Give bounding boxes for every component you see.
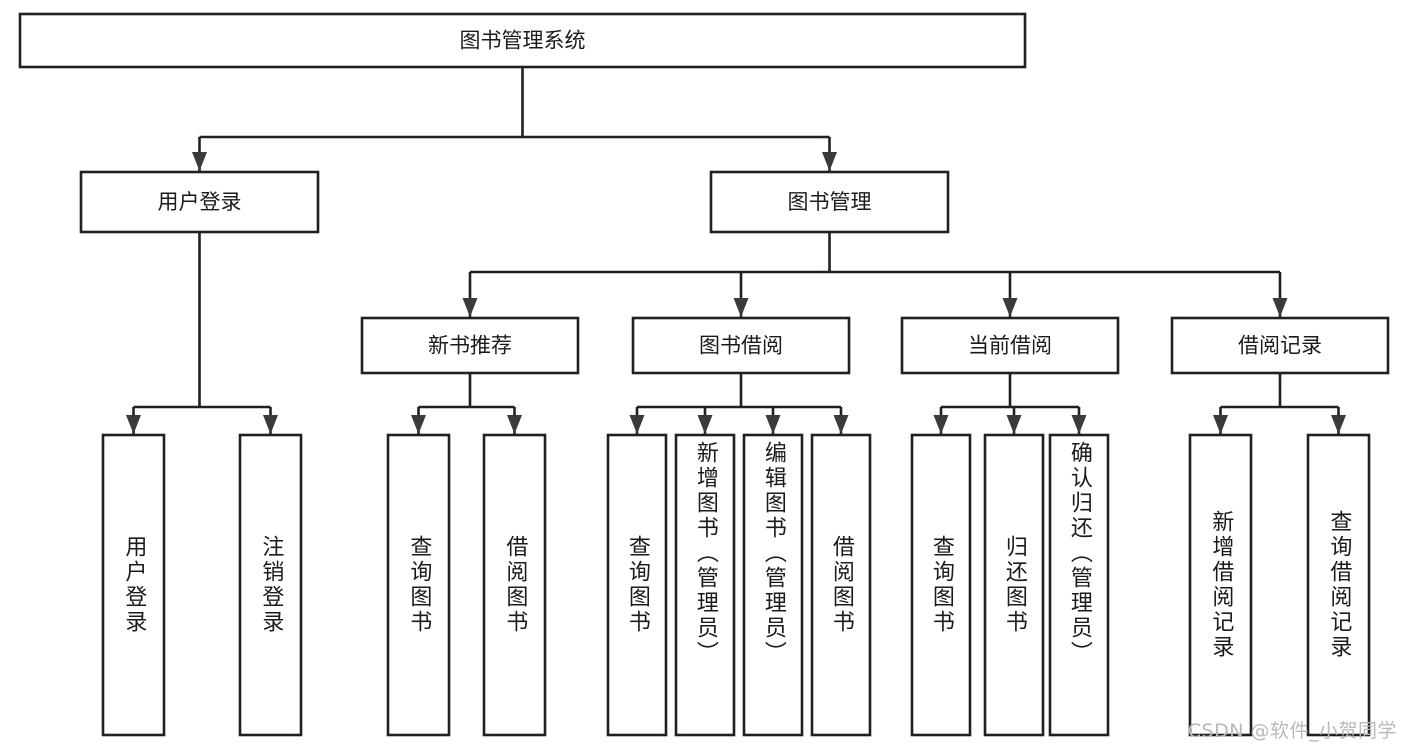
leaf-node-box-leaf-logout[interactable] <box>238 433 303 737</box>
leaf-node-box-leaf-query-borrow-record[interactable] <box>1306 433 1371 737</box>
leaf-node-box-leaf-add-borrow-record[interactable] <box>1188 433 1253 737</box>
watermark-text: CSDN @软件_小贺同学 <box>1187 720 1397 742</box>
arrow-head-icon <box>126 415 141 434</box>
arrow-head-icon <box>833 415 849 434</box>
arrow-head-icon <box>933 415 949 434</box>
level2-node-box-book-manage[interactable] <box>709 170 950 234</box>
level2-node-label-book-manage: 图书管理 <box>788 190 872 214</box>
arrow-head-icon <box>1331 415 1346 434</box>
level2-node-box-user-login[interactable] <box>79 170 320 234</box>
leaf-node-box-leaf-query-book-2[interactable] <box>606 433 668 737</box>
level3-node-label-new-book-recommend: 新书推荐 <box>428 334 512 358</box>
arrow-head-icon <box>765 415 781 434</box>
leaf-node-box-leaf-borrow-book-1[interactable] <box>482 433 547 737</box>
leaf-node-box-leaf-user-login[interactable] <box>101 433 166 737</box>
leaf-node-box-leaf-add-book[interactable] <box>674 433 736 737</box>
arrow-head-icon <box>733 298 749 317</box>
arrow-head-icon <box>462 298 478 317</box>
root-node-label: 图书管理系统 <box>460 29 586 53</box>
level3-node-box-new-book-recommend[interactable] <box>360 316 580 375</box>
arrowhead-layer <box>126 152 1346 434</box>
leaf-node-box-leaf-return-book[interactable] <box>983 433 1045 737</box>
arrow-head-icon <box>697 415 713 434</box>
level3-node-label-current-borrow: 当前借阅 <box>968 334 1052 358</box>
leaf-node-box-leaf-confirm-return[interactable] <box>1048 433 1110 737</box>
arrow-head-icon <box>192 152 207 171</box>
leaf-node-box-leaf-query-book-1[interactable] <box>386 433 451 737</box>
arrow-head-icon <box>263 415 278 434</box>
leaf-node-box-leaf-query-book-3[interactable] <box>910 433 972 737</box>
level2-node-label-user-login: 用户登录 <box>158 190 242 214</box>
leaf-node-box-leaf-edit-book[interactable] <box>742 433 804 737</box>
arrow-head-icon <box>822 152 837 171</box>
arrow-head-icon <box>1213 415 1228 434</box>
arrow-head-icon <box>507 415 522 434</box>
arrow-head-icon <box>1002 298 1018 317</box>
arrow-head-icon <box>1071 415 1087 434</box>
arrow-head-icon <box>411 415 426 434</box>
level3-node-label-book-borrow: 图书借阅 <box>699 334 783 358</box>
level3-node-box-book-borrow[interactable] <box>631 316 851 375</box>
root-node-box[interactable] <box>18 12 1027 69</box>
connector-layer <box>132 67 1340 434</box>
arrow-head-icon <box>629 415 645 434</box>
arrow-head-icon <box>1272 298 1288 317</box>
level3-node-label-borrow-record: 借阅记录 <box>1238 334 1322 358</box>
level3-node-box-borrow-record[interactable] <box>1170 316 1390 375</box>
arrow-head-icon <box>1006 415 1022 434</box>
level3-node-box-current-borrow[interactable] <box>900 316 1120 375</box>
leaf-node-box-leaf-borrow-book-2[interactable] <box>810 433 872 737</box>
